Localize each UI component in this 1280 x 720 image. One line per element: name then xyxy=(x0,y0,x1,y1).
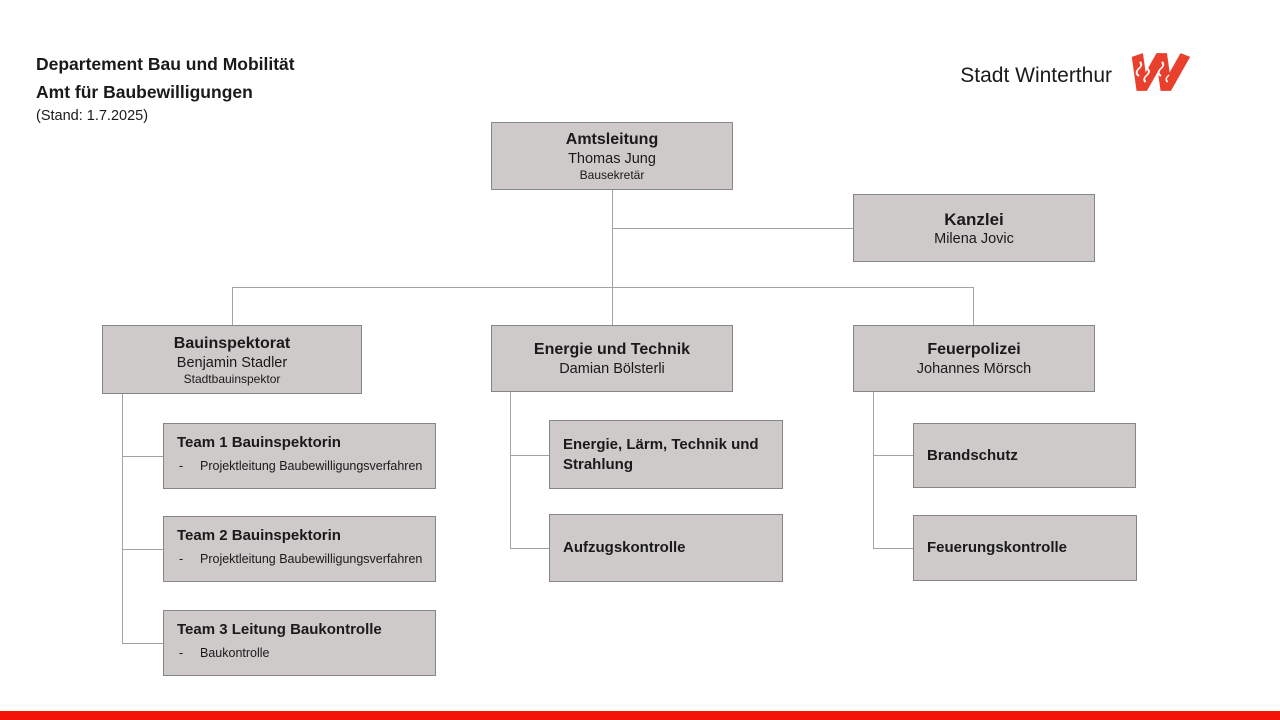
bullet-dash: - xyxy=(179,459,184,473)
org-box-brandschutz: Brandschutz xyxy=(913,423,1136,488)
logo-wordmark: Stadt Winterthur xyxy=(960,64,1112,87)
energie-technik-title: Energie und Technik xyxy=(533,341,691,358)
page-title-line2: Amt für Baubewilligungen xyxy=(36,82,253,102)
feuerpolizei-title: Feuerpolizei xyxy=(927,341,1021,358)
team-3-title: Team 3 Leitung Baukontrolle xyxy=(177,621,382,638)
amtsleitung-title: Amtsleitung xyxy=(565,131,659,148)
brandschutz-title: Brandschutz xyxy=(927,446,1018,464)
connector-line xyxy=(232,287,973,288)
page-title-line1: Departement Bau und Mobilität xyxy=(36,54,295,74)
page-date-stand: (Stand: 1.7.2025) xyxy=(36,108,149,124)
aufzugskontrolle-title: Aufzugskontrolle xyxy=(563,539,686,556)
team-1-bullet: - Projektleitung Baubewilligungsverfahre… xyxy=(164,459,435,474)
team-3-bullet: - Baukontrolle xyxy=(164,646,435,661)
bullet-dash: - xyxy=(179,552,184,566)
team-1-title: Team 1 Bauinspektorin xyxy=(177,434,341,451)
org-box-feuerungskontrolle: Feuerungskontrolle xyxy=(913,515,1137,581)
connector-line xyxy=(612,190,613,287)
connector-line xyxy=(122,643,163,644)
team-2-bullet-text: Projektleitung Baubewilligungsverfahren xyxy=(200,552,423,566)
amtsleitung-role: Bausekretär xyxy=(579,168,645,182)
bauinspektorat-name: Benjamin Stadler xyxy=(176,354,288,371)
org-box-aufzugskontrolle: Aufzugskontrolle xyxy=(549,514,783,582)
org-box-team-1: Team 1 Bauinspektorin - Projektleitung B… xyxy=(163,423,436,489)
team-2-bullet: - Projektleitung Baubewilligungsverfahre… xyxy=(164,552,435,567)
connector-line xyxy=(232,287,233,325)
org-box-kanzlei: Kanzlei Milena Jovic xyxy=(853,194,1095,262)
org-box-energie-und-technik: Energie und Technik Damian Bölsterli xyxy=(491,325,733,392)
feuerungskontrolle-title: Feuerungskontrolle xyxy=(927,539,1068,556)
connector-line xyxy=(612,228,853,229)
amtsleitung-name: Thomas Jung xyxy=(568,151,656,167)
page-header: Departement Bau und Mobilität Amt für Ba… xyxy=(36,50,295,127)
connector-line xyxy=(510,548,549,549)
kanzlei-name: Milena Jovic xyxy=(934,230,1014,247)
bauinspektorat-role: Stadtbauinspektor xyxy=(183,371,281,386)
stadt-winterthur-logo: Stadt Winterthur xyxy=(960,52,1214,92)
kanzlei-title: Kanzlei xyxy=(944,209,1004,229)
team-2-title: Team 2 Bauinspektorin xyxy=(177,527,341,544)
org-box-amtsleitung: Amtsleitung Thomas Jung Bausekretär xyxy=(491,122,733,190)
org-box-team-2: Team 2 Bauinspektorin - Projektleitung B… xyxy=(163,516,436,582)
team-1-bullet-text: Projektleitung Baubewilligungsverfahren xyxy=(200,459,423,473)
connector-line xyxy=(510,455,549,456)
winterthur-w-icon xyxy=(1131,53,1191,91)
team-3-bullet-text: Baukontrolle xyxy=(200,646,270,660)
bauinspektorat-title: Bauinspektorat xyxy=(173,334,291,352)
connector-line xyxy=(612,287,613,325)
connector-line xyxy=(973,287,974,325)
connector-line xyxy=(873,455,913,456)
footer-accent-bar xyxy=(0,711,1280,720)
feuerpolizei-name: Johannes Mörsch xyxy=(916,361,1032,377)
org-box-bauinspektorat: Bauinspektorat Benjamin Stadler Stadtbau… xyxy=(102,325,362,394)
energie-technik-name: Damian Bölsterli xyxy=(559,361,665,377)
bullet-dash: - xyxy=(179,646,184,660)
connector-line xyxy=(122,456,163,457)
org-box-feuerpolizei: Feuerpolizei Johannes Mörsch xyxy=(853,325,1095,392)
connector-line xyxy=(873,392,874,548)
org-box-energie-laerm-technik-strahlung: Energie, Lärm, Technik und Strahlung xyxy=(549,420,783,489)
connector-line xyxy=(510,392,511,548)
energie-laerm-title: Energie, Lärm, Technik und Strahlung xyxy=(563,435,759,473)
connector-line xyxy=(122,549,163,550)
org-box-team-3: Team 3 Leitung Baukontrolle - Baukontrol… xyxy=(163,610,436,676)
connector-line xyxy=(122,394,123,643)
connector-line xyxy=(873,548,913,549)
